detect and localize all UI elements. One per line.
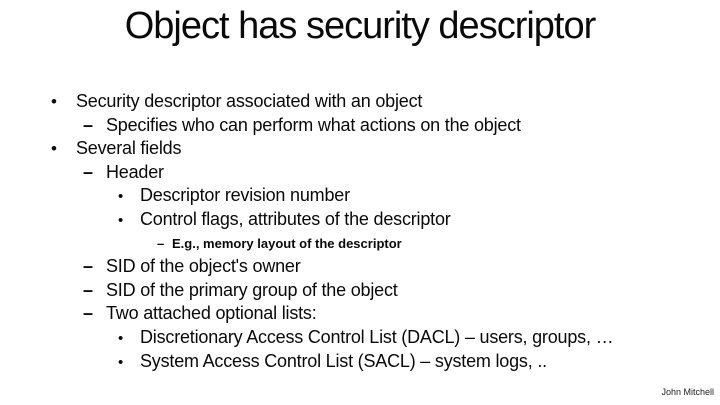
slide-title: Object has security descriptor bbox=[124, 5, 597, 47]
bullet-line: –SID of the primary group of the object bbox=[0, 279, 720, 303]
bullet-line: • Several fields bbox=[0, 137, 720, 161]
bullet-text: SID of the object's owner bbox=[106, 256, 301, 277]
dash-marker: – bbox=[83, 161, 93, 182]
bullet-text: Descriptor revision number bbox=[140, 185, 350, 206]
bullet-text: Several fields bbox=[76, 138, 182, 159]
bullet-line: –E.g., memory layout of the descriptor bbox=[0, 232, 720, 256]
bullet-marker: • bbox=[118, 188, 124, 206]
bullet-list: • Security descriptor associated with an … bbox=[0, 90, 720, 373]
dash-marker: – bbox=[83, 256, 93, 277]
bullet-text: E.g., memory layout of the descriptor bbox=[172, 235, 402, 251]
bullet-marker: • bbox=[51, 92, 57, 111]
bullet-text: SID of the primary group of the object bbox=[106, 279, 398, 300]
bullet-text: System Access Control List (SACL) – syst… bbox=[140, 350, 547, 371]
author-credit: John Mitchell bbox=[661, 387, 714, 397]
bullet-line: –Specifies who can perform what actions … bbox=[0, 114, 720, 138]
dash-marker: – bbox=[83, 303, 93, 324]
bullet-line: • Security descriptor associated with an … bbox=[0, 90, 720, 114]
bullet-line: –Header bbox=[0, 161, 720, 185]
bullet-line: –Two attached optional lists: bbox=[0, 302, 720, 326]
bullet-marker: • bbox=[118, 211, 124, 229]
dash-marker: – bbox=[83, 279, 93, 300]
dash-marker: – bbox=[83, 114, 93, 135]
bullet-line: • System Access Control List (SACL) – sys… bbox=[0, 350, 720, 374]
bullet-marker: • bbox=[51, 139, 57, 159]
bullet-line: • Discretionary Access Control List (DACL… bbox=[0, 326, 720, 350]
bullet-text: Header bbox=[106, 161, 164, 182]
bullet-text: Control flags, attributes of the descrip… bbox=[140, 208, 451, 229]
bullet-text: Specifies who can perform what actions o… bbox=[106, 114, 521, 135]
bullet-text: Two attached optional lists: bbox=[106, 303, 317, 324]
bullet-marker: • bbox=[118, 353, 124, 371]
bullet-text: Security descriptor associated with an o… bbox=[76, 91, 423, 111]
bullet-marker: • bbox=[118, 329, 124, 347]
bullet-text: Discretionary Access Control List (DACL)… bbox=[140, 326, 614, 347]
bullet-line: • Control flags, attributes of the descri… bbox=[0, 208, 720, 232]
dash-marker: – bbox=[157, 235, 165, 251]
bullet-line: –SID of the object's owner bbox=[0, 255, 720, 279]
bullet-line: • Descriptor revision number bbox=[0, 184, 720, 208]
